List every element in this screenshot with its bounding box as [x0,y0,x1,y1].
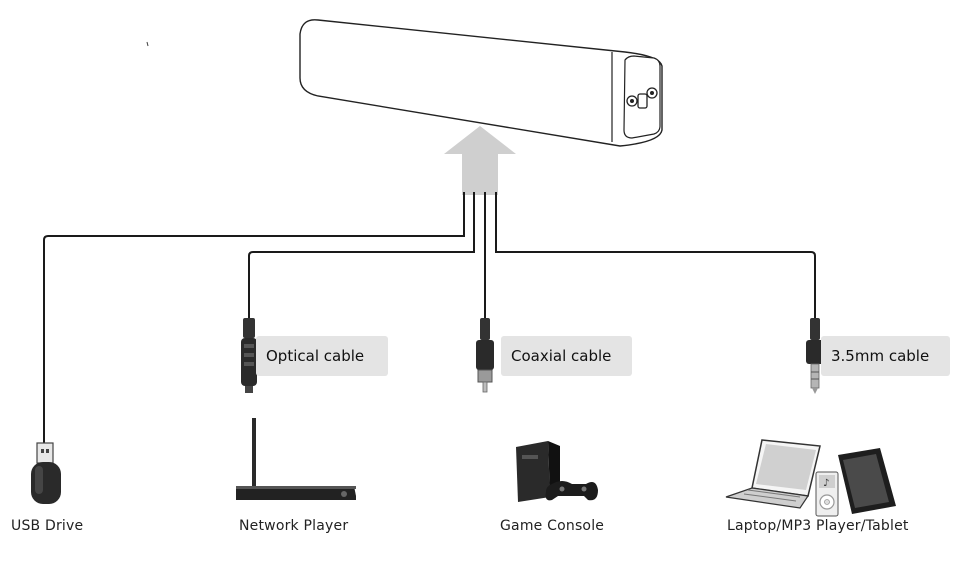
network-player-icon [236,418,356,500]
network-player-label: Network Player [239,518,349,534]
svg-text:♪: ♪ [823,478,829,489]
game-console-label: Game Console [500,518,605,534]
usb-drive-label: USB Drive [11,518,84,534]
laptop-label: Laptop/MP3 Player/Tablet [727,518,909,534]
input-arrow [444,126,516,195]
game-console-icon [516,441,598,502]
aux-cable-tag: 3.5mm cable [821,336,950,376]
optical-cable-label: Optical cable [266,347,365,365]
coaxial-cable-tag: Coaxial cable [501,336,632,376]
wires [43,192,816,445]
mp3-player-icon: ♪ [815,471,839,517]
coaxial-plug [476,318,494,393]
aux-wire [495,192,816,322]
usb-wire [43,192,465,445]
optical-cable-tag: Optical cable [256,336,388,376]
soundbar [146,19,663,147]
tablet-icon [838,448,896,514]
aux-cable-label: 3.5mm cable [831,347,930,365]
coaxial-cable-label: Coaxial cable [511,347,612,365]
optical-wire [248,192,475,322]
usb-drive-icon [31,442,61,504]
aux-plug [806,318,824,394]
optical-plug [241,318,257,393]
laptop-icon [725,439,821,509]
soundbar-ports [626,87,658,109]
